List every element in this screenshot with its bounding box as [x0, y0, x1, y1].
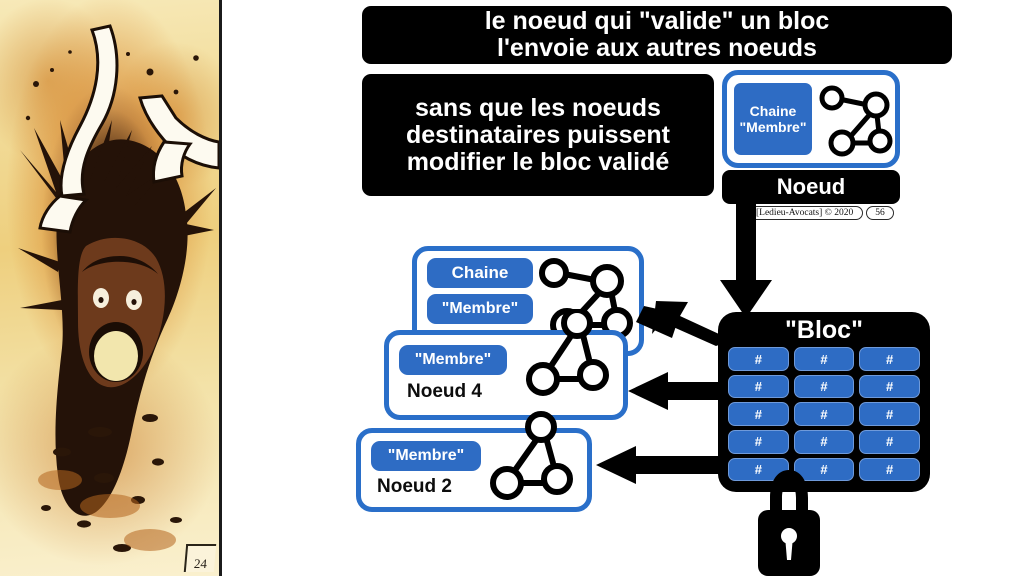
arrow-down-icon: [720, 202, 772, 318]
chip-line-chaine: Chaine: [749, 103, 797, 119]
subheadline-line-2: destinataires puissent: [406, 120, 670, 149]
hash-cell[interactable]: #: [859, 430, 920, 454]
network-graph-icon: [819, 85, 893, 157]
network-graph-icon: [490, 411, 573, 500]
node-chip-chaine-membre: Chaine "Membre": [734, 83, 812, 155]
node-label-noeud: Noeud: [722, 170, 900, 204]
hash-cell[interactable]: #: [728, 374, 789, 399]
headline-banner-top: le noeud qui "valide" un bloc l'envoie a…: [362, 6, 952, 64]
comic-figure-art: [18, 24, 219, 552]
copyright-badge: [Ledieu-Avocats] © 2020 56: [746, 206, 894, 220]
hash-cell[interactable]: #: [859, 402, 920, 427]
hash-cell[interactable]: #: [728, 402, 789, 427]
node2-chip-membre: "Membre": [371, 441, 481, 471]
hash-cell[interactable]: #: [859, 457, 920, 482]
bloc-panel[interactable]: "Bloc" # # # # # # # # # # # # # # #: [718, 312, 930, 492]
slide-number: 56: [866, 206, 894, 220]
network-graph-icon: [526, 309, 609, 396]
comic-credit-caption: "Le dernier Troyen" par Mangin et Démare…: [0, 265, 1, 572]
hash-cell[interactable]: #: [728, 347, 789, 371]
comic-illustration-panel: "Le dernier Troyen" par Mangin et Démare…: [0, 0, 222, 576]
hash-cell[interactable]: #: [793, 402, 855, 427]
hash-cell[interactable]: #: [859, 374, 920, 399]
headline-banner-left: sans que les noeuds destinataires puisse…: [362, 74, 714, 196]
chip-line-membre: "Membre": [739, 119, 807, 135]
headline-line-1: le noeud qui "valide" un bloc: [484, 7, 830, 35]
hash-cell[interactable]: #: [728, 430, 789, 454]
arrow-left-icon: [628, 372, 734, 410]
node-card-validator[interactable]: Chaine "Membre": [722, 70, 900, 168]
comic-artwork: [0, 0, 219, 576]
hash-cell[interactable]: #: [859, 347, 920, 371]
node2-name: Noeud 2: [377, 476, 452, 497]
node4-chip-membre: "Membre": [399, 345, 507, 375]
node1-chip-chaine: Chaine: [427, 258, 533, 288]
headline-line-2: l'envoie aux autres noeuds: [497, 34, 817, 62]
copyright-text: [Ledieu-Avocats] © 2020: [746, 206, 864, 220]
hash-cell[interactable]: #: [793, 457, 855, 482]
subheadline-line-3: modifier le bloc validé: [406, 147, 670, 176]
comic-page-number: 24: [183, 544, 217, 572]
padlock-icon: [758, 470, 820, 576]
node-card-4[interactable]: "Membre" Noeud 4: [384, 309, 628, 420]
subheadline-line-1: sans que les noeuds: [415, 93, 661, 122]
node1-chip-membre: "Membre": [427, 294, 533, 324]
node-card-2[interactable]: "Membre" Noeud 2: [356, 411, 592, 512]
node4-name: Noeud 4: [407, 381, 482, 402]
hash-cell[interactable]: #: [793, 347, 855, 371]
hash-cell[interactable]: #: [793, 430, 855, 454]
bloc-hash-grid: # # # # # # # # # # # # # # #: [728, 347, 920, 482]
bloc-title: "Bloc": [785, 316, 863, 344]
arrow-left-icon: [636, 301, 732, 346]
arrow-left-icon: [596, 446, 732, 484]
hash-cell[interactable]: #: [728, 457, 789, 482]
hash-cell[interactable]: #: [793, 374, 855, 399]
